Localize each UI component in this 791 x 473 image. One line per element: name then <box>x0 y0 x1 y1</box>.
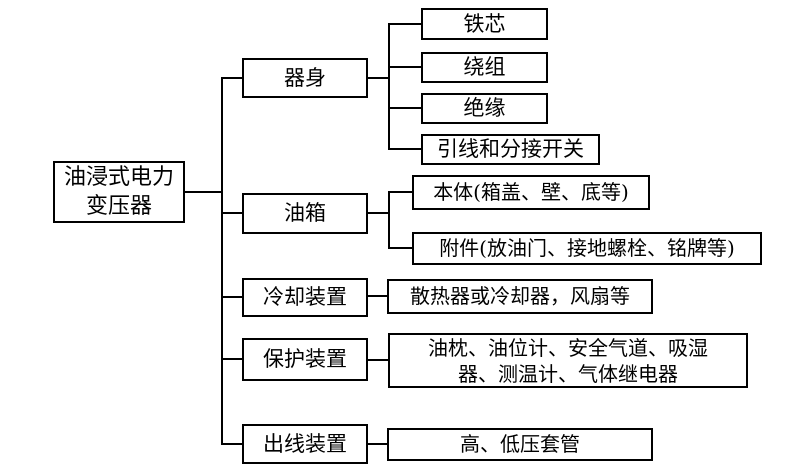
connector-branch-body <box>221 77 242 79</box>
branch-node-cooling-device: 冷却装置 <box>242 278 368 317</box>
connector-stub-winding <box>388 66 422 68</box>
branch-node-oil-tank: 油箱 <box>242 193 368 234</box>
connector-oil-tank-out <box>367 212 389 214</box>
connector-branch-cooling <box>221 296 242 298</box>
connector-root-horizontal <box>184 191 222 193</box>
root-node-transformer: 油浸式电力 变压器 <box>53 161 185 223</box>
branch-node-outlet-device: 出线装置 <box>242 424 368 464</box>
leaf-node-iron-core: 铁芯 <box>421 8 548 40</box>
connector-stub-tank-body <box>388 191 413 193</box>
leaf-node-radiator-fans: 散热器或冷却器，风扇等 <box>387 279 653 314</box>
leaf-node-tank-accessories: 附件(放油门、接地螺栓、铭牌等) <box>412 232 762 265</box>
branch-node-protection-device: 保护装置 <box>242 338 368 381</box>
leaf-node-leads-tap-switch: 引线和分接开关 <box>421 134 600 165</box>
connector-branch-protection <box>221 358 242 360</box>
leaf-node-insulation: 绝缘 <box>421 93 548 124</box>
connector-stub-insulation <box>388 107 422 109</box>
connector-body-vertical <box>388 23 390 150</box>
connector-cooling-child <box>367 295 388 297</box>
branch-node-body: 器身 <box>242 58 368 98</box>
leaf-node-bushings: 高、低压套管 <box>387 428 653 461</box>
connector-trunk-vertical <box>221 77 223 445</box>
connector-branch-outlet <box>221 443 242 445</box>
connector-stub-tank-accessories <box>388 247 413 249</box>
leaf-node-protection-components: 油枕、油位计、安全气道、吸湿 器、测温计、气体继电器 <box>388 333 748 388</box>
leaf-node-winding: 绕组 <box>421 52 548 83</box>
connector-oil-tank-vertical <box>388 191 390 249</box>
leaf-node-tank-body: 本体(箱盖、壁、底等) <box>412 175 650 210</box>
connector-stub-leads <box>388 148 422 150</box>
connector-outlet-child <box>367 443 388 445</box>
connector-protection-child <box>367 359 389 361</box>
connector-stub-iron-core <box>388 23 422 25</box>
connector-body-out <box>367 77 389 79</box>
connector-branch-oil-tank <box>221 212 242 214</box>
